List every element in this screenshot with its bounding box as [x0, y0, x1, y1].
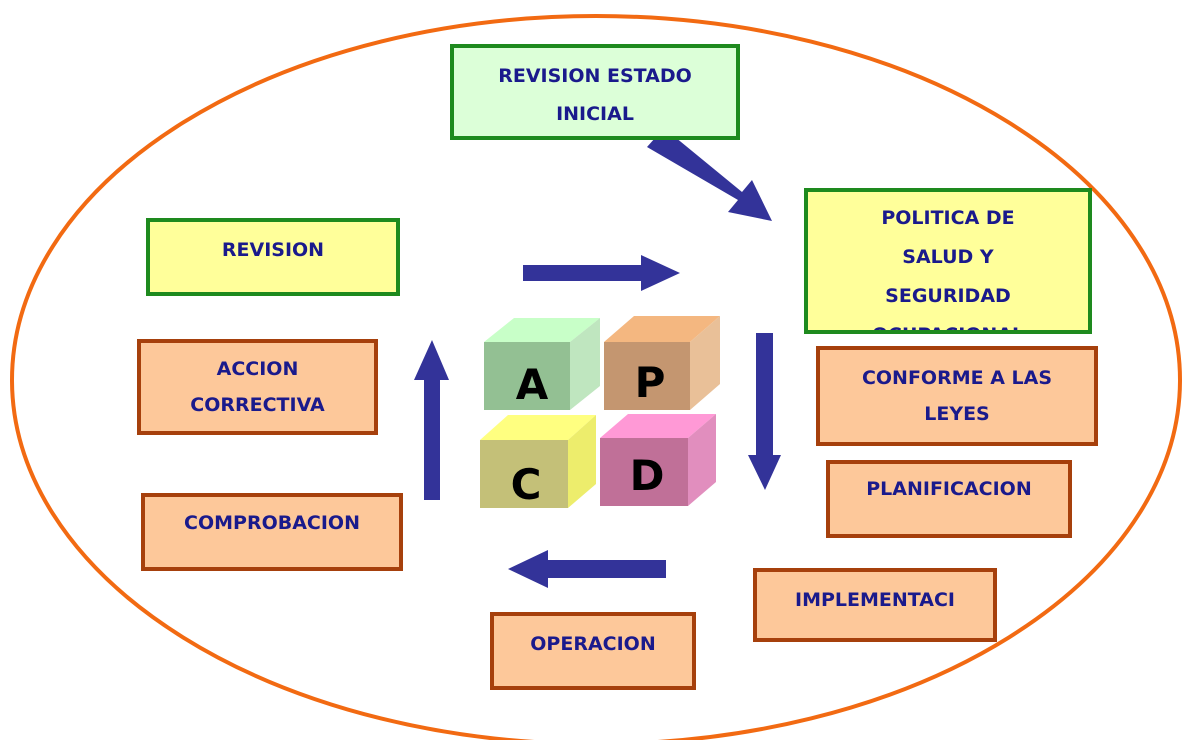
- cube-p: P: [604, 316, 720, 410]
- arrow-right-top: [523, 255, 680, 291]
- cube-letter-p: P: [635, 358, 666, 407]
- arrow-down-right: [748, 333, 781, 490]
- accion-line-1: ACCION: [216, 358, 299, 380]
- politica-line-1: POLITICA DE: [881, 207, 1015, 229]
- conforme-box: CONFORME A LAS LEYES: [816, 346, 1098, 446]
- comprobacion-box: COMPROBACION: [141, 493, 403, 571]
- politica-line-3: SEGURIDAD: [885, 285, 1011, 307]
- planificacion-box: PLANIFICACION: [826, 460, 1072, 538]
- revision-box: REVISION: [146, 218, 400, 296]
- arrow-to-politica: [647, 128, 772, 221]
- conforme-line-1: CONFORME A LAS: [861, 367, 1053, 389]
- cube-d: D: [600, 414, 716, 506]
- cube-letter-d: D: [630, 451, 665, 500]
- accion-correctiva-box: ACCION CORRECTIVA: [137, 339, 378, 435]
- arrow-left-bottom: [508, 550, 666, 588]
- conforme-line-2: LEYES: [924, 403, 990, 425]
- revision-label: REVISION: [221, 239, 325, 261]
- comprobacion-label: COMPROBACION: [184, 512, 360, 534]
- revision-estado-line-2: INICIAL: [556, 103, 634, 125]
- politica-line-4: OCUPACIONAL: [872, 316, 1024, 330]
- planificacion-label: PLANIFICACION: [866, 478, 1032, 500]
- cube-c: C: [480, 415, 596, 509]
- revision-estado-line-1: REVISION ESTADO: [498, 65, 692, 87]
- revision-estado-inicial-box: REVISION ESTADO INICIAL: [450, 44, 740, 140]
- cube-letter-a: A: [516, 360, 549, 409]
- implementacion-box: IMPLEMENTACI ON: [753, 568, 997, 642]
- accion-line-2: CORRECTIVA: [190, 394, 325, 416]
- operacion-label: OPERACION: [530, 633, 656, 655]
- cube-letter-c: C: [511, 460, 542, 509]
- implementacion-line-1: IMPLEMENTACI: [795, 589, 955, 611]
- implementacion-line-2: ON: [795, 624, 955, 638]
- politica-line-2: SALUD Y: [902, 246, 994, 268]
- cube-a: A: [484, 318, 600, 410]
- arrow-up-left: [414, 340, 449, 500]
- politica-box: POLITICA DE SALUD Y SEGURIDAD OCUPACIONA…: [804, 188, 1092, 334]
- operacion-box: OPERACION: [490, 612, 696, 690]
